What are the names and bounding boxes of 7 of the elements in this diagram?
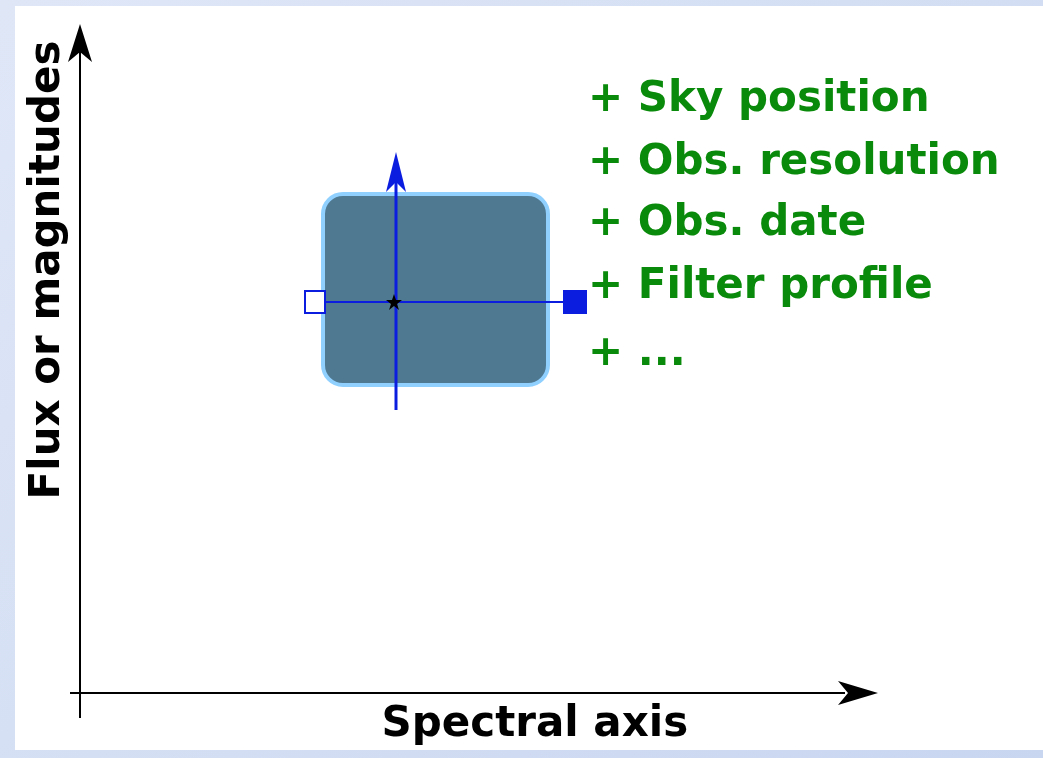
parameter-list-item: + ... <box>588 330 686 372</box>
axis-title: Spectral axis <box>381 701 689 743</box>
parameter-list-item: + Obs. resolution <box>588 139 1000 181</box>
parameter-list-item: + Obs. date <box>588 200 867 242</box>
axis-title: Flux or magnitudes <box>23 40 66 500</box>
parameter-list-item: + Filter profile <box>588 263 933 305</box>
parameter-list-item: + Sky position <box>588 76 930 118</box>
